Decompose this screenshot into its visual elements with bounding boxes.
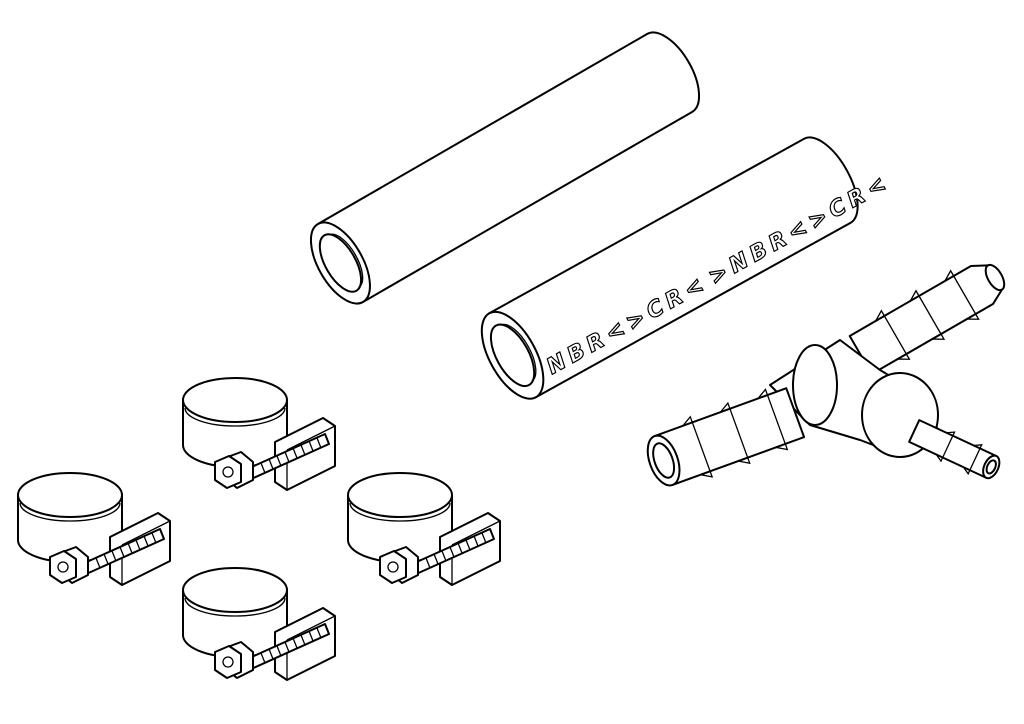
- t-fitting: [646, 263, 1006, 487]
- hose-clamp-1: [182, 377, 336, 491]
- hose-clamp-3: [347, 472, 501, 586]
- hose-clamp-2: [17, 472, 171, 586]
- hose-plain: [309, 31, 701, 305]
- hose-clamp-4: [182, 567, 336, 681]
